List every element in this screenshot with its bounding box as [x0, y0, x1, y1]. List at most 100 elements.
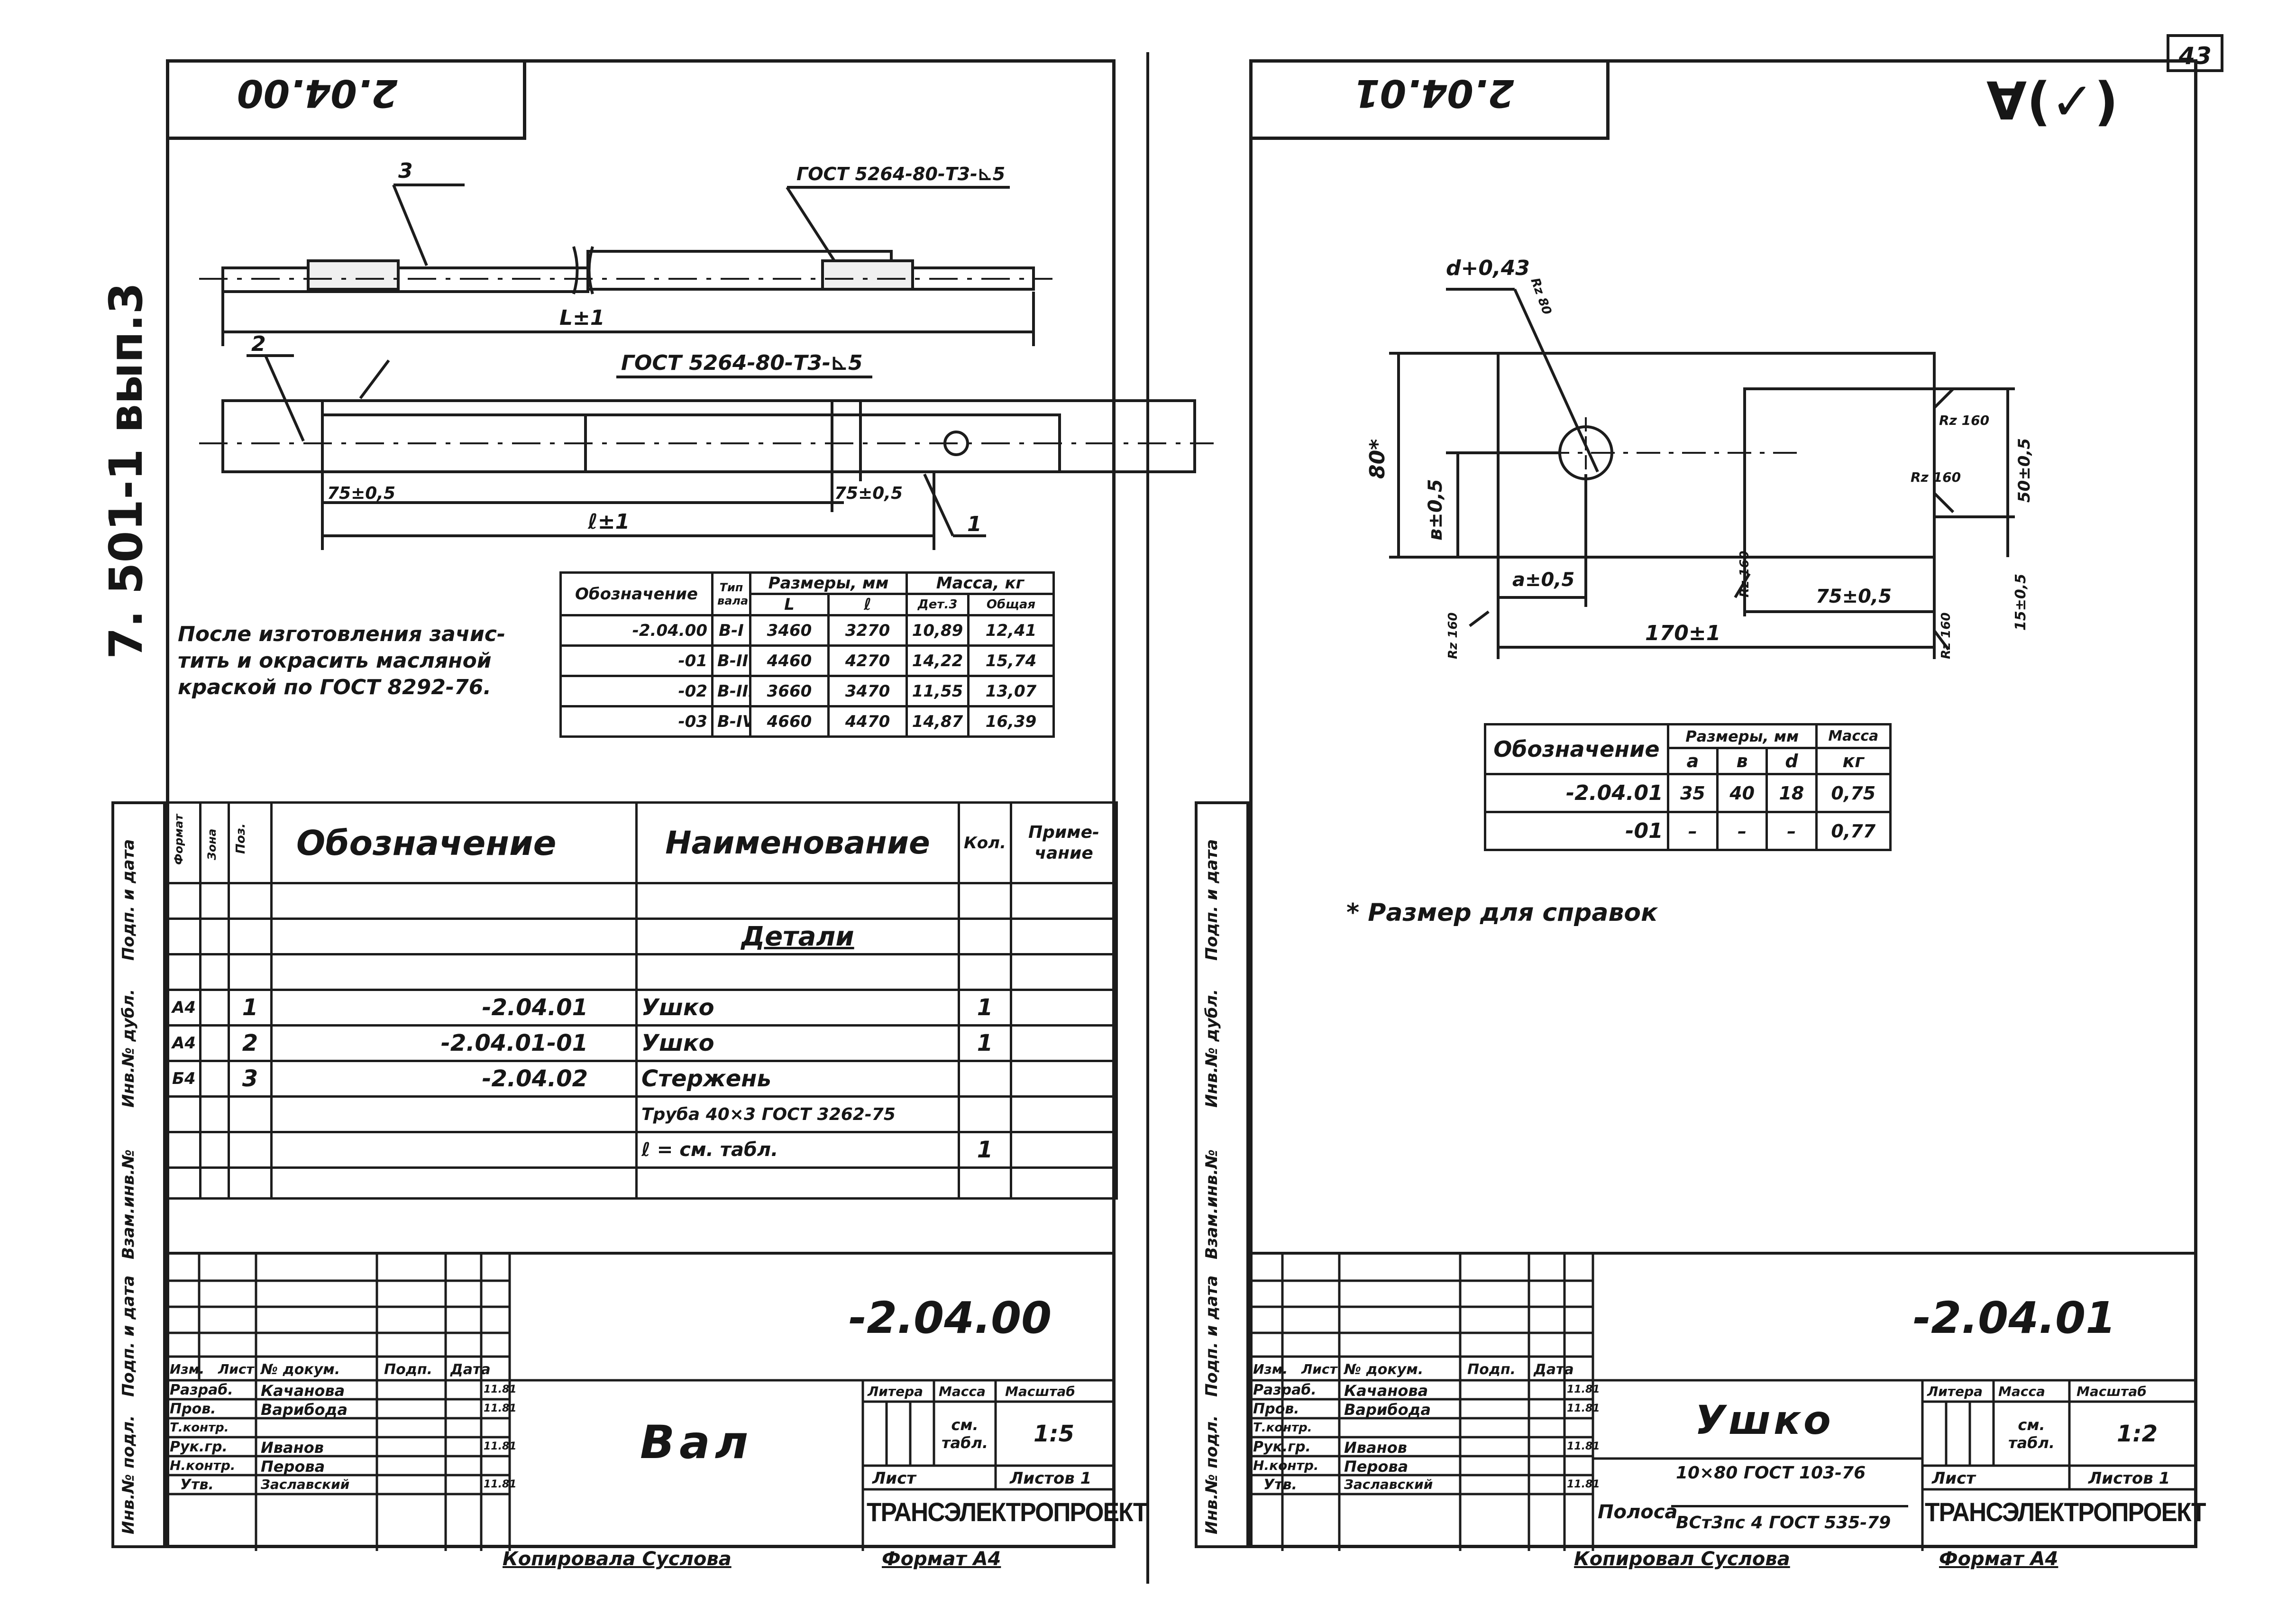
th-dims: Размеры, мм: [749, 571, 908, 595]
footer-copied: Копировал Суслова: [1574, 1548, 1790, 1570]
role-label: Н.контр.: [1253, 1458, 1319, 1473]
material-bottom: ВСт3пс 4 ГОСТ 535-79: [1676, 1513, 1891, 1532]
margin-label: Взам.инв.№: [1202, 1149, 1221, 1259]
th-sign: Подп.: [1467, 1361, 1516, 1378]
margin-label: Подп. и дата: [1202, 839, 1221, 961]
role-date: 11.81: [484, 1384, 517, 1395]
right-sheet: [1249, 59, 2197, 1548]
role-label: Разраб.: [1253, 1382, 1317, 1398]
cell-designation: -2.04.01: [1484, 773, 1669, 813]
cell-l: 3270: [827, 614, 908, 647]
sheet-separator: [1146, 52, 1149, 1584]
material-fraction-line: [1671, 1505, 1908, 1507]
cell-mass: 0,77: [1815, 811, 1892, 851]
scale-value: 1:5: [1034, 1421, 1074, 1447]
role-label: Разраб.: [170, 1382, 233, 1398]
cell-type: В-I: [711, 614, 751, 647]
cell-total: 16,39: [967, 705, 1055, 738]
title-text: Ушко: [1695, 1397, 1834, 1443]
th-mass: Масса, кг: [906, 571, 1055, 595]
cell-mass: 0,75: [1815, 773, 1892, 813]
sheet-label: Лист: [872, 1469, 916, 1488]
spec-format: А4: [166, 989, 201, 1027]
rz160-a: Rz 160: [1939, 413, 1990, 428]
spec-row: ℓ = см. табл. 1: [166, 1131, 1118, 1169]
th-ndoc: № докум.: [1344, 1361, 1424, 1378]
cell-det3: 14,87: [906, 705, 970, 738]
role-label: Т.контр.: [170, 1421, 229, 1435]
spec-designation: -2.04.01-01: [270, 1024, 638, 1062]
role-name: Варибода: [1344, 1401, 1431, 1419]
spec-table: Формат Зона Поз. Обозначение Наименовани…: [166, 801, 1118, 1200]
cell-l: 3470: [827, 675, 908, 707]
role-label: Утв.: [180, 1477, 214, 1493]
role-date: 11.81: [484, 1478, 517, 1490]
cell-type: В-II: [711, 644, 751, 677]
cell-a: –: [1666, 811, 1719, 851]
scale-value: 1:2: [2117, 1421, 2158, 1447]
shaft-dims-table: Обозначение Тип вала Размеры, мм Масса, …: [559, 571, 1055, 738]
cell-l: 4270: [827, 644, 908, 677]
th-pos: Поз.: [228, 801, 273, 884]
th-litera: Литера: [1927, 1384, 1983, 1399]
dim-alpha-label: d+0,43: [1446, 256, 1530, 280]
material-top: 10×80 ГОСТ 103-76: [1676, 1463, 1866, 1483]
title-doc-code: -2.04.01: [1913, 1293, 2116, 1343]
th-b: в: [1716, 747, 1768, 775]
th-ndoc: № докум.: [261, 1361, 340, 1378]
dim-15: 15±0,5: [2012, 573, 2029, 631]
note-line-3: краской по ГОСТ 8292-76.: [178, 675, 492, 699]
right-stamp: 2.04.01: [1249, 59, 1610, 140]
weld-note-bottom: ГОСТ 5264-80-Т3-⊾5: [621, 351, 863, 375]
cell-designation: -03: [559, 705, 713, 738]
role-label: Рук.гр.: [1253, 1439, 1311, 1455]
th-date: Дата: [1534, 1361, 1574, 1378]
th-date: Дата: [450, 1361, 491, 1378]
company-name: ТРАНСЭЛЕКТРОПРОЕКТ: [867, 1497, 1148, 1527]
table-row: -02 В-III 3660 3470 11,55 13,07: [559, 675, 1055, 707]
cell-L: 3460: [749, 614, 830, 647]
dim-50: 50±0,5: [2015, 438, 2034, 503]
dim-L: L±1: [559, 306, 605, 330]
cell-total: 13,07: [967, 675, 1055, 707]
th-izm: Изм.: [1253, 1361, 1288, 1377]
note-line-1: После изготовления зачис-: [178, 622, 506, 646]
weld-note-top: ГОСТ 5264-80-Т3-⊾5: [796, 164, 1006, 184]
role-date: 11.81: [1567, 1384, 1600, 1395]
th-designation: Обозначение: [1484, 723, 1669, 775]
rz160-b: Rz 160: [1911, 469, 1961, 485]
spec-section-label: Детали: [635, 918, 960, 955]
left-title-block: -2.04.00 Вал Изм. Лист № докум. Подп. Да…: [166, 1252, 1148, 1551]
rz160-c: Rz 160: [1738, 551, 1752, 597]
table-row: -01 В-II 4460 4270 14,22 15,74: [559, 644, 1055, 677]
th-dims: Размеры, мм: [1666, 723, 1818, 749]
dim-l: ℓ±1: [588, 510, 630, 534]
cell-total: 12,41: [967, 614, 1055, 647]
role-name: Варибода: [261, 1401, 348, 1419]
th-qty: Кол.: [958, 801, 1012, 884]
th-list: Лист: [1301, 1361, 1337, 1377]
table-row: -2.04.01 35 40 18 0,75: [1484, 773, 1892, 813]
footer-copied: Копировала Суслова: [503, 1548, 732, 1570]
right-margin-strip: Инв.№ подл. Подп. и дата Взам.инв.№ Инв.…: [1195, 801, 1249, 1548]
role-name: Заславский: [261, 1477, 350, 1492]
rz160-e: Rz 160: [1446, 612, 1460, 659]
spec-designation: -2.04.01: [270, 989, 638, 1027]
right-title-grid: [1249, 1255, 2197, 1551]
table-row: -2.04.00 В-I 3460 3270 10,89 12,41: [559, 614, 1055, 647]
dim-a: а±0,5: [1512, 569, 1575, 591]
rz160-d: Rz 160: [1939, 612, 1953, 659]
spec-qty: 1: [958, 1131, 1012, 1169]
th-masshtab: Масштаб: [1005, 1384, 1075, 1399]
spec-qty: [958, 1060, 1012, 1098]
th-massa: Масса: [939, 1384, 986, 1399]
cell-L: 4460: [749, 644, 830, 677]
spec-row: Б4 3 -2.04.02 Стержень: [166, 1060, 1118, 1098]
role-name: Качанова: [261, 1382, 345, 1400]
dim-75-left: 75±0,5: [327, 484, 396, 503]
company-name: ТРАНСЭЛЕКТРОПРОЕКТ: [1925, 1497, 2206, 1527]
spec-qty: 1: [958, 989, 1012, 1027]
cell-L: 4660: [749, 705, 830, 738]
spec-section-row: Детали: [166, 918, 1118, 955]
